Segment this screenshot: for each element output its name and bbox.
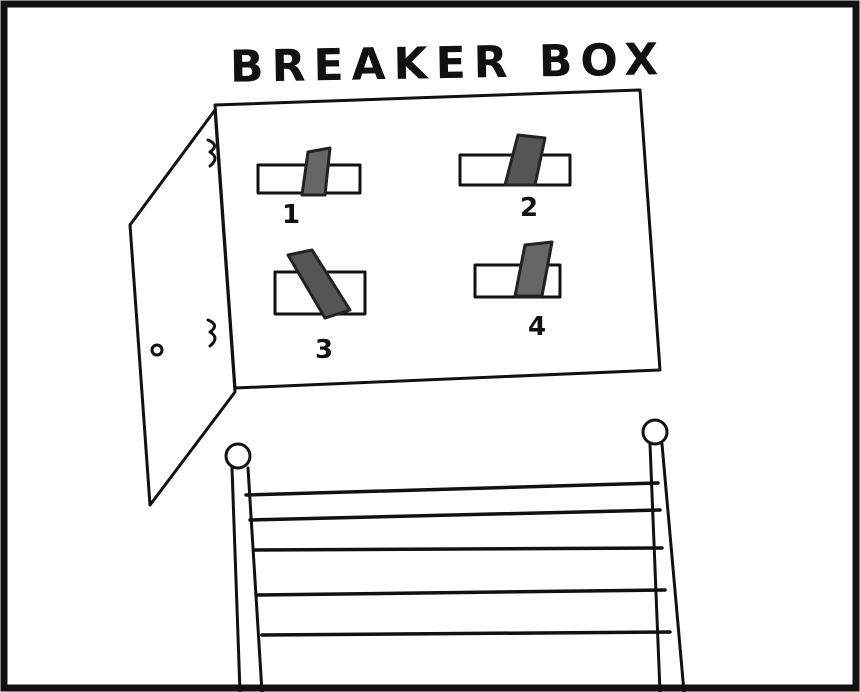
breaker-label-1: 1 [282,200,301,230]
breaker-label-4: 4 [528,312,547,342]
drawing-title: BREAKER BOX [229,34,667,93]
breaker-3[interactable] [273,248,367,320]
door-latch [150,343,164,357]
breaker-label-2: 2 [520,193,539,223]
breaker-4[interactable] [473,240,562,299]
panel-door [128,108,237,507]
ladder [224,418,686,692]
breaker-1[interactable] [256,146,362,197]
breaker-2[interactable] [458,133,572,187]
breaker-label-3: 3 [315,335,334,365]
door-hinges [206,138,217,348]
breaker-panel [213,88,662,390]
